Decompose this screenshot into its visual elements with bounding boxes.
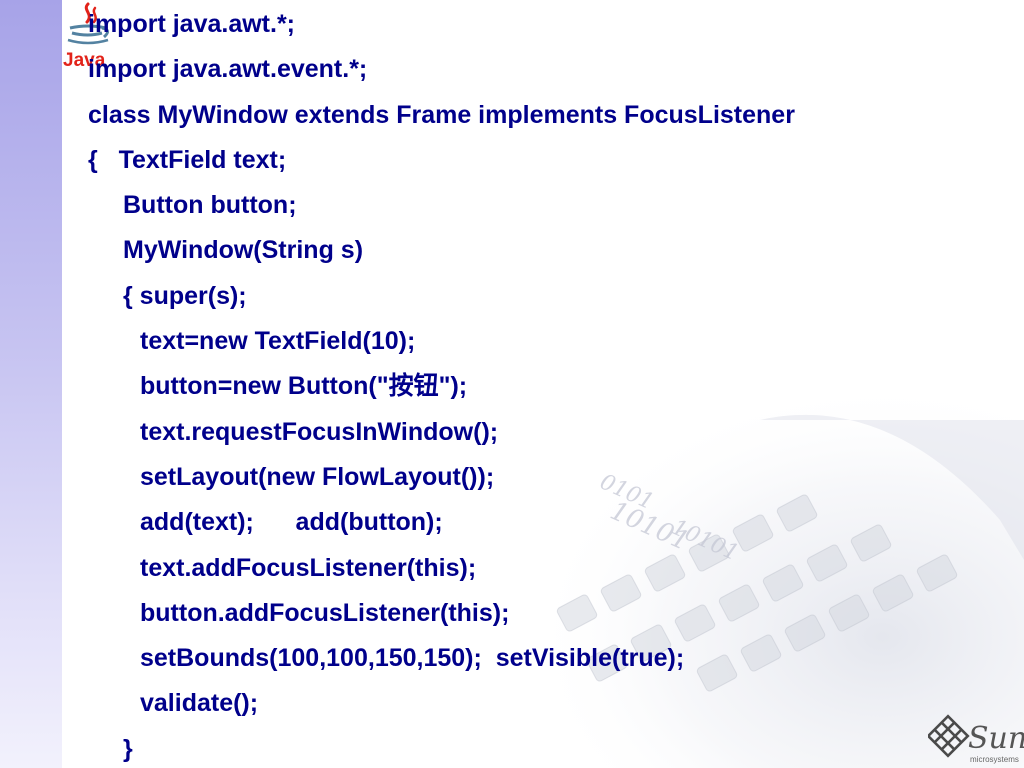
code-line: button.addFocusListener(this); (140, 598, 510, 627)
code-line: setBounds(100,100,150,150); setVisible(t… (140, 644, 685, 673)
code-line: button=new Button("按钮"); (140, 372, 468, 401)
code-line: setLayout(new FlowLayout()); (140, 462, 495, 491)
code-line: Button button; (123, 191, 297, 220)
code-line: { TextField text; (88, 145, 287, 174)
code-line: import java.awt.event.*; (88, 55, 368, 84)
code-line: import java.awt.*; (88, 10, 295, 38)
left-decorative-strip (0, 0, 62, 768)
code-listing: import java.awt.*; import java.awt.event.… (88, 2, 795, 768)
sun-logo-label: Sun (968, 721, 1024, 756)
java-logo: Java (58, 0, 122, 71)
sun-logo-sublabel: microsystems (970, 755, 1019, 764)
code-line: validate(); (140, 689, 259, 718)
code-line: MyWindow(String s) (123, 236, 364, 265)
sun-microsystems-logo: Sun microsystems (926, 704, 1024, 768)
code-line: text=new TextField(10); (140, 327, 416, 356)
code-line: text.requestFocusInWindow(); (140, 417, 499, 446)
java-cup-icon: Java (63, 2, 109, 71)
code-line: } (123, 734, 133, 763)
sun-logo-icon: Sun microsystems (926, 714, 1024, 764)
code-line: { super(s); (123, 281, 247, 310)
code-line: class MyWindow extends Frame implements … (88, 100, 795, 129)
code-line: add(text); add(button); (140, 508, 443, 537)
code-line: text.addFocusListener(this); (140, 553, 477, 582)
java-logo-label: Java (63, 50, 106, 70)
